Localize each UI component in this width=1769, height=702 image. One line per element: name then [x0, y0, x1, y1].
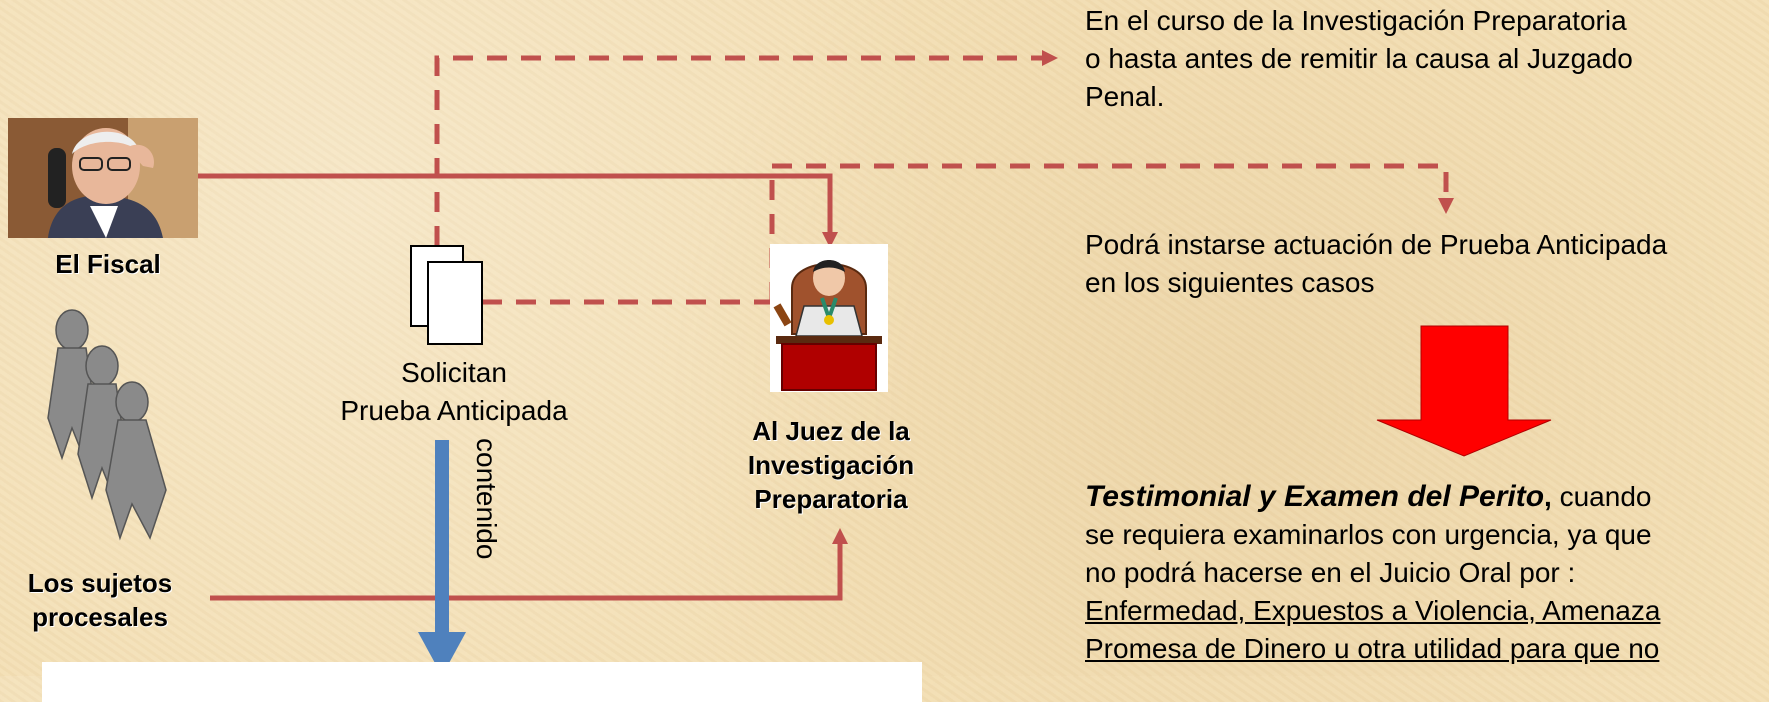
bottom-note-heading: Testimonial y Examen del Perito — [1085, 480, 1545, 513]
judge-label: Al Juez de la Investigación Preparatoria — [716, 414, 946, 516]
top-note: En el curso de la Investigación Preparat… — [1085, 2, 1765, 116]
top-note-line3: Penal. — [1085, 81, 1165, 112]
document-to-top-note-dashed — [434, 49, 1059, 246]
solicitan-line2: Prueba Anticipada — [340, 395, 568, 426]
sujetos-to-judge-line — [210, 527, 849, 601]
contenido-arrow-head — [418, 632, 466, 676]
top-note-line1: En el curso de la Investigación Preparat… — [1085, 5, 1627, 36]
fiscal-label: El Fiscal — [55, 249, 161, 279]
down-arrow-icon — [1376, 325, 1552, 457]
walking-figures-icon — [26, 308, 196, 544]
contenido-arrow-shaft — [435, 440, 449, 640]
judge-line3: Preparatoria — [754, 484, 908, 514]
solicitan-label: Solicitan Prueba Anticipada — [304, 354, 604, 430]
bottom-note-line3: no podrá hacerse en el Juicio Oral por : — [1085, 557, 1576, 588]
middle-note-line1: Podrá instarse actuación de Prueba Antic… — [1085, 229, 1668, 260]
bottom-note-line1: Testimonial y Examen del Perito, cuando — [1085, 478, 1769, 516]
connector-diagram — [198, 49, 1552, 676]
judge-line1: Al Juez de la — [752, 416, 910, 446]
sujetos-label: Los sujetos procesales — [10, 566, 190, 634]
bottom-note-line4: Enfermedad, Expuestos a Violencia, Amena… — [1085, 595, 1661, 626]
sujetos-text: Los sujetos procesales — [27, 568, 173, 632]
bottom-note-line2: se requiera examinarlos con urgencia, ya… — [1085, 519, 1652, 550]
middle-note-line2: en los siguientes casos — [1085, 267, 1375, 298]
judge-line2: Investigación — [747, 450, 915, 480]
bottom-note-comma: , — [1544, 481, 1552, 512]
contenido-label: contenido — [471, 438, 502, 560]
solicitan-line1: Solicitan — [401, 357, 507, 388]
top-note-line2: o hasta antes de remitir la causa al Juz… — [1085, 43, 1633, 74]
judge-to-middle-note-dashed — [769, 163, 1455, 302]
fiscal-photo — [8, 118, 198, 238]
bottom-note-rest: cuando — [1551, 481, 1652, 512]
judge-icon — [770, 244, 888, 392]
middle-note: Podrá instarse actuación de Prueba Antic… — [1085, 226, 1769, 302]
bottom-note: Testimonial y Examen del Perito, cuando … — [1085, 478, 1769, 668]
bottom-note-line5: Promesa de Dinero u otra utilidad para q… — [1085, 633, 1660, 664]
fiscal-to-judge-line — [198, 173, 839, 249]
document-icon — [410, 245, 483, 345]
content-box — [42, 662, 922, 702]
